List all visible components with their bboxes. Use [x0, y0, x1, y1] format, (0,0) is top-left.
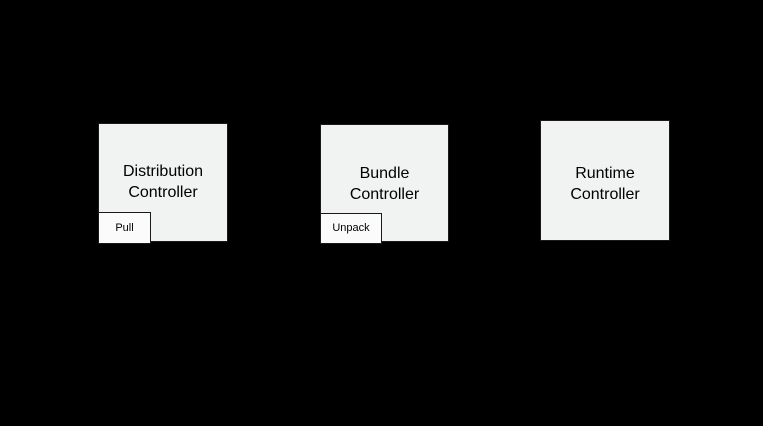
node-runtime-controller-title: Runtime Controller: [570, 165, 640, 203]
subnode-pull[interactable]: Pull: [98, 212, 151, 244]
subnode-unpack-label: Unpack: [332, 222, 370, 234]
node-runtime-controller[interactable]: Runtime Controller: [540, 120, 670, 241]
node-distribution-controller-title: Distribution Controller: [122, 163, 204, 201]
subnode-pull-label: Pull: [115, 221, 134, 234]
subnode-unpack[interactable]: Unpack: [320, 213, 382, 244]
node-bundle-controller-title: Bundle Controller: [349, 165, 420, 203]
